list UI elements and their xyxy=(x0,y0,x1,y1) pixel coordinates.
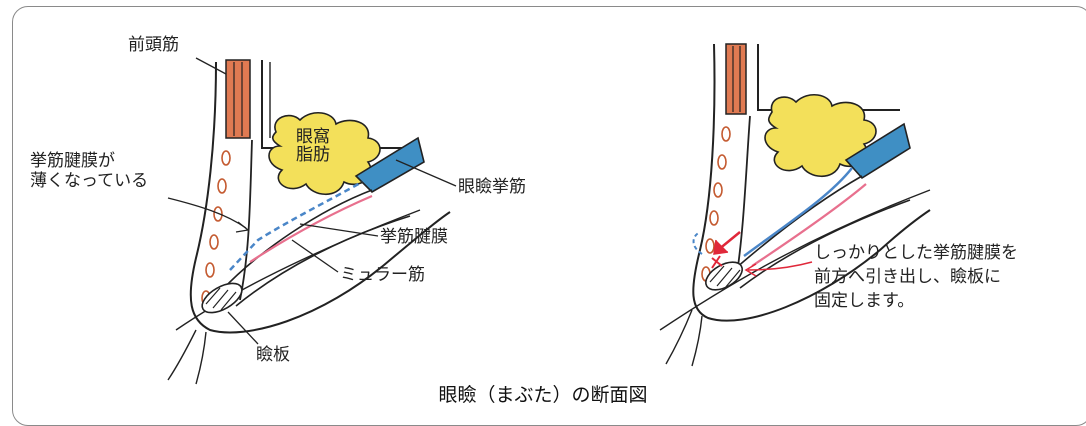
orbital-fat-label-1: 眼窩 xyxy=(296,127,330,147)
pointer-arrow xyxy=(747,261,813,271)
suture-mark xyxy=(711,255,723,269)
label-aponeurosis: 挙筋腱膜 xyxy=(380,227,448,247)
frontalis-muscle xyxy=(225,59,251,139)
left-diagram: 眼窩 脂肪 前頭筋 挙筋腱膜が 薄くなっている 眼瞼挙筋 挙筋腱膜 ミュラー筋 xyxy=(30,35,526,385)
levator-muscle-right xyxy=(844,122,911,180)
note-line-1: しっかりとした挙筋腱膜を xyxy=(814,243,1018,263)
levator-muscle xyxy=(354,136,425,193)
tarsus-right xyxy=(705,261,743,291)
eyelid-skin-outline xyxy=(189,61,451,334)
label-tarsus: 瞼板 xyxy=(256,344,290,365)
orbital-fat-label-2: 脂肪 xyxy=(296,145,330,165)
right-diagram: しっかりとした挙筋腱膜を 前方へ引き出し、瞼板に 固定します。 xyxy=(659,43,1018,367)
eyelid-cross-section-diagram: 眼窩 脂肪 前頭筋 挙筋腱膜が 薄くなっている 眼瞼挙筋 挙筋腱膜 ミュラー筋 xyxy=(30,35,1018,385)
label-thin-aponeurosis-2: 薄くなっている xyxy=(30,171,148,191)
figure-caption: 眼瞼（まぶた）の断面図 xyxy=(438,384,648,406)
label-frontalis: 前頭筋 xyxy=(128,35,179,55)
orbicularis-dots xyxy=(201,150,231,306)
muller-muscle-pink xyxy=(249,194,373,263)
note-line-2: 前方へ引き出し、瞼板に xyxy=(814,266,1001,287)
label-levator: 眼瞼挙筋 xyxy=(458,176,526,197)
label-thin-aponeurosis-1: 挙筋腱膜が xyxy=(30,151,115,171)
aponeurosis-blue xyxy=(229,180,363,271)
note-line-3: 固定します。 xyxy=(814,291,914,311)
label-muller: ミュラー筋 xyxy=(340,265,425,285)
frontalis-muscle-right xyxy=(725,43,747,115)
